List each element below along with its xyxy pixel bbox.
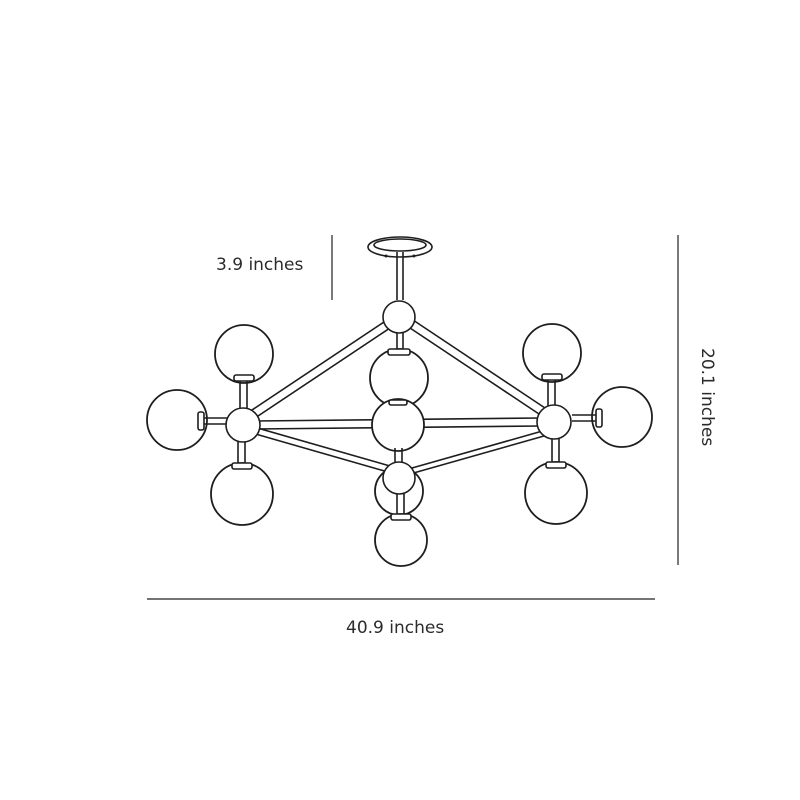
globe-left xyxy=(146,389,228,451)
globe-bottom-right xyxy=(524,438,588,525)
ceiling-canopy xyxy=(367,236,433,258)
globe-right xyxy=(572,386,653,448)
hub-left xyxy=(225,407,261,443)
hub-right xyxy=(536,404,572,440)
frame-struts xyxy=(242,317,558,475)
globe-center-middle xyxy=(371,398,425,464)
globe-top-left xyxy=(214,324,274,410)
hub-top xyxy=(382,300,416,334)
globe-top-right xyxy=(522,323,582,407)
globe-center-bottom xyxy=(374,490,428,567)
width-dimension-label: 40.9 inches xyxy=(346,618,445,638)
downrod xyxy=(396,252,404,300)
globe-bottom-left xyxy=(210,440,274,526)
drop-dimension-label: 3.9 inches xyxy=(216,255,304,275)
height-dimension-label: 20.1 inches xyxy=(697,348,717,447)
hub-bottom xyxy=(382,461,416,495)
